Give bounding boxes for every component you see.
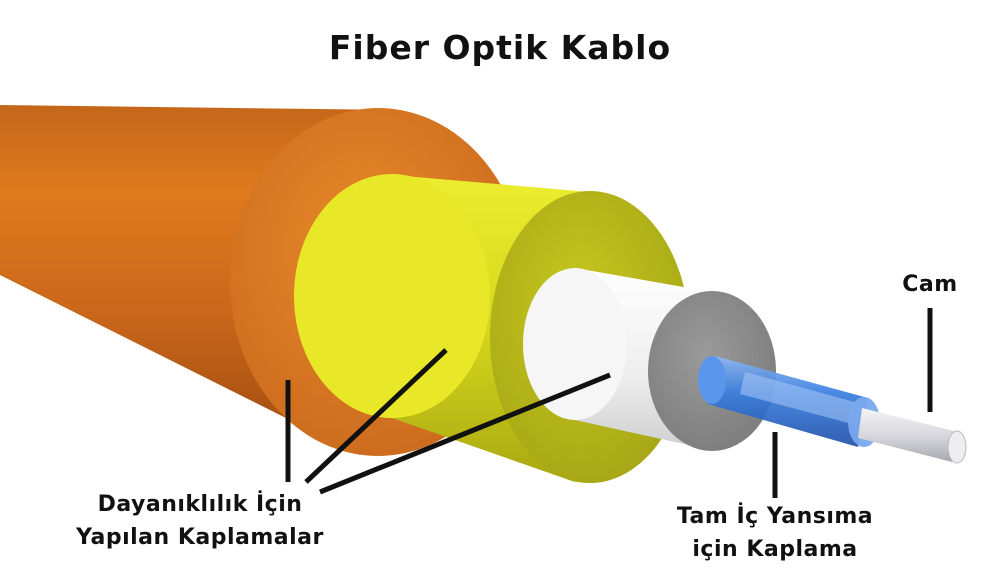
strength-coating-back-face [294, 174, 490, 418]
glass-core-end-face [947, 430, 967, 464]
label-tir-coating-line1: Tam İç Yansıma [676, 504, 874, 529]
diagram-title: Fiber Optik Kablo [328, 28, 672, 67]
label-glass: Cam [902, 272, 958, 297]
label-tir-coating: Tam İç Yansıma için Kaplama [620, 500, 930, 566]
cladding-inner-highlight [740, 372, 862, 425]
pointer-line-strength-coating [304, 348, 448, 484]
pointer-lines [285, 308, 933, 498]
label-tir-coating-line2: için Kaplama [692, 537, 858, 562]
label-strength-coatings-line2: Yapılan Kaplamalar [76, 525, 324, 550]
label-strength-coatings: Dayanıklılık İçin Yapılan Kaplamalar [10, 488, 390, 554]
buffer-coating-back-face [523, 268, 627, 420]
glass-core-body [858, 408, 958, 462]
glass-core [858, 408, 967, 464]
pointer-line-buffer-coating [319, 372, 611, 495]
label-strength-coatings-line1: Dayanıklılık İçin [97, 492, 303, 517]
cladding-back-face [698, 356, 726, 404]
